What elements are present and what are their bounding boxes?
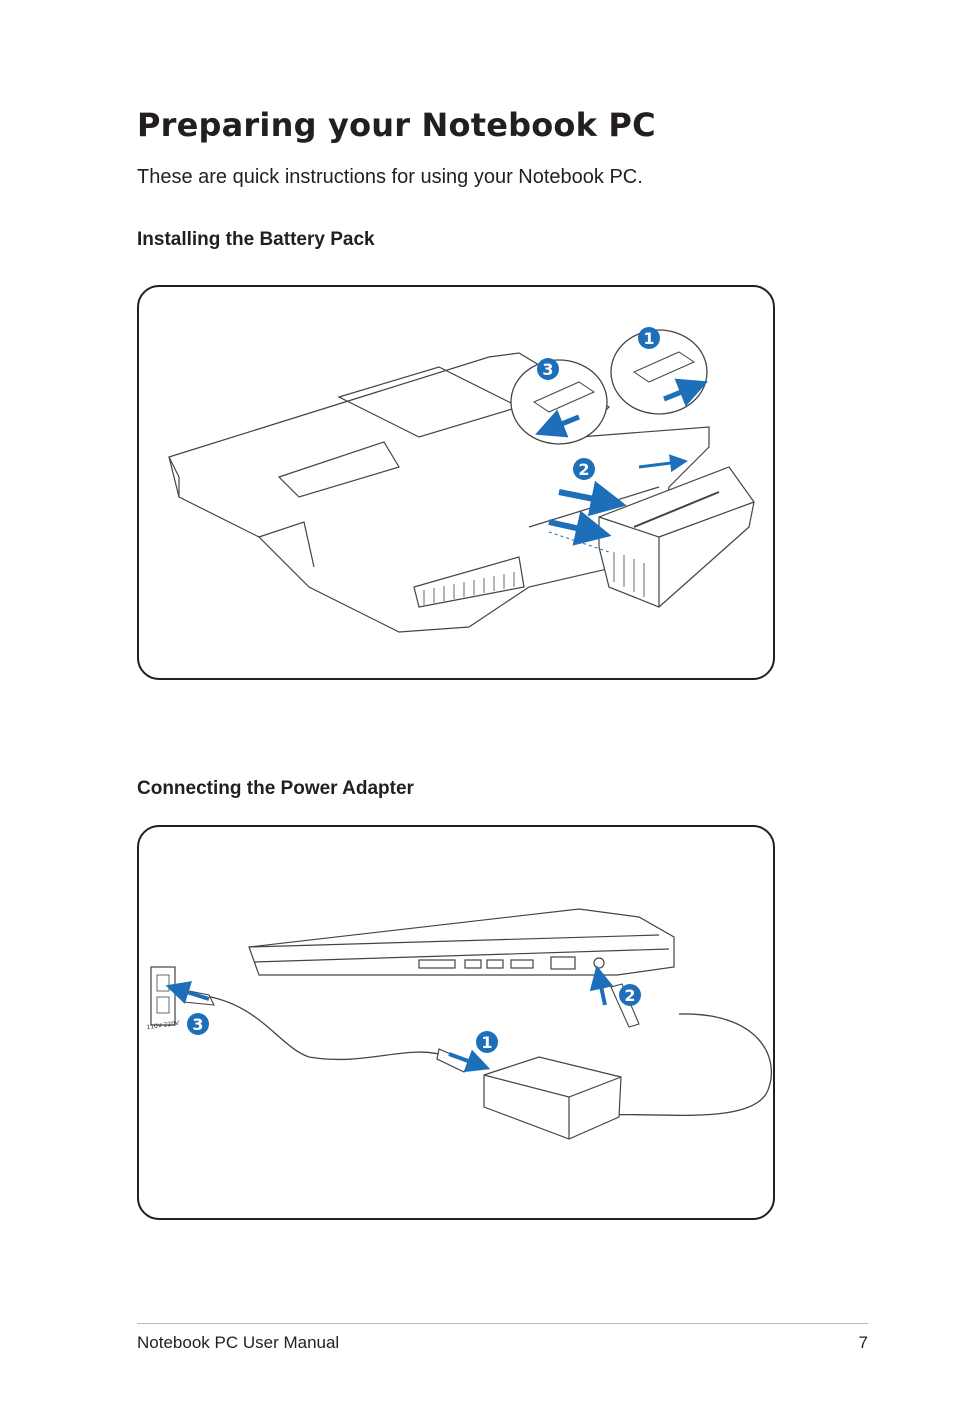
outlet-voltage-label: 110V-220V xyxy=(146,1020,180,1032)
latch-closeup-3 xyxy=(510,359,608,445)
arrow-icon xyxy=(548,454,688,546)
vent-grille xyxy=(423,572,515,605)
step-1-badge-icon: 1 xyxy=(476,1031,498,1053)
footer-page-number: 7 xyxy=(858,1333,868,1352)
svg-text:3: 3 xyxy=(542,360,553,379)
intro-text: These are quick instructions for using y… xyxy=(137,166,643,188)
svg-text:1: 1 xyxy=(643,329,654,348)
battery-pack xyxy=(598,466,755,608)
latch-closeup-1 xyxy=(610,329,708,415)
step-3-badge-icon: 3 xyxy=(537,358,559,380)
step-2-badge-icon: 2 xyxy=(573,458,595,480)
step-1-badge-icon: 1 xyxy=(638,327,660,349)
step-2-badge-icon: 2 xyxy=(619,984,641,1006)
power-adapter-illustration: 110V-220V 1 2 xyxy=(146,908,773,1140)
svg-text:2: 2 xyxy=(624,986,635,1005)
power-adapter-figure: 110V-220V 1 2 xyxy=(137,825,775,1220)
svg-text:2: 2 xyxy=(578,460,589,479)
arrow-icon xyxy=(165,965,614,1073)
footer-manual-name: Notebook PC User Manual xyxy=(137,1333,340,1352)
page-title: Preparing your Notebook PC xyxy=(137,106,656,144)
battery-illustration: 3 1 2 xyxy=(168,327,755,633)
wall-outlet-icon: 110V-220V xyxy=(146,966,180,1032)
footer-divider xyxy=(137,1323,868,1324)
power-adapter-section-heading: Connecting the Power Adapter xyxy=(137,778,414,799)
svg-text:1: 1 xyxy=(481,1033,492,1052)
battery-section-heading: Installing the Battery Pack xyxy=(137,229,375,250)
power-cable xyxy=(198,994,773,1116)
dc-plug xyxy=(610,983,640,1028)
svg-text:3: 3 xyxy=(192,1015,203,1034)
laptop-side-view xyxy=(248,908,675,976)
step-3-badge-icon: 3 xyxy=(187,1013,209,1035)
battery-install-figure: 3 1 2 xyxy=(137,285,775,680)
power-adapter-brick xyxy=(436,1048,622,1140)
